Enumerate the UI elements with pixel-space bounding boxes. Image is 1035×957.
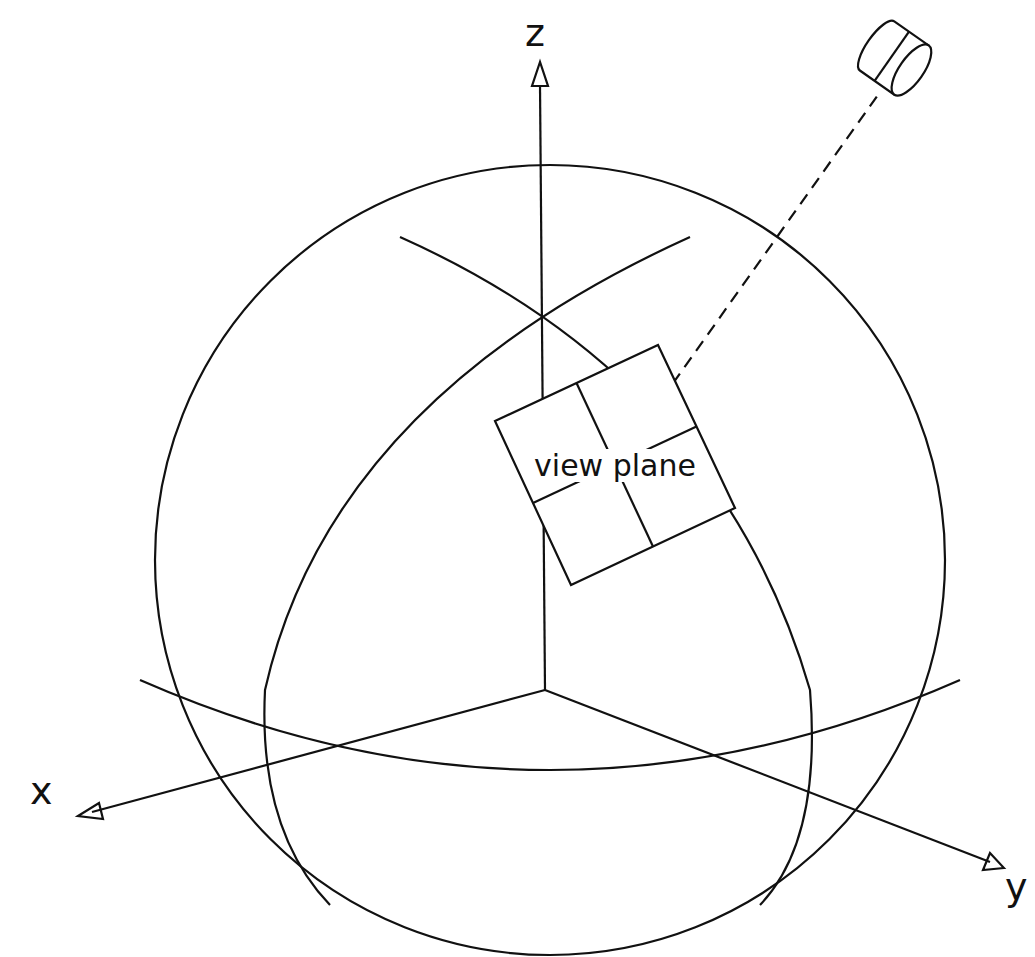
y-axis	[545, 690, 990, 862]
meridian	[264, 237, 690, 905]
equator	[140, 680, 960, 770]
axis-arrowhead	[78, 803, 103, 819]
plane-label: view plane	[532, 449, 698, 482]
camera-symbol	[852, 16, 939, 102]
axis-arrowhead	[983, 853, 1004, 870]
meridian	[400, 237, 812, 905]
axis-label: x	[30, 772, 53, 810]
axis-label: y	[1005, 868, 1028, 906]
z-axis	[540, 85, 545, 690]
x-axis	[92, 690, 545, 812]
sphere-outline	[155, 165, 945, 955]
view-plane: view plane	[450, 330, 780, 600]
axis-label: z	[525, 14, 545, 52]
axis-arrowhead	[532, 62, 548, 86]
